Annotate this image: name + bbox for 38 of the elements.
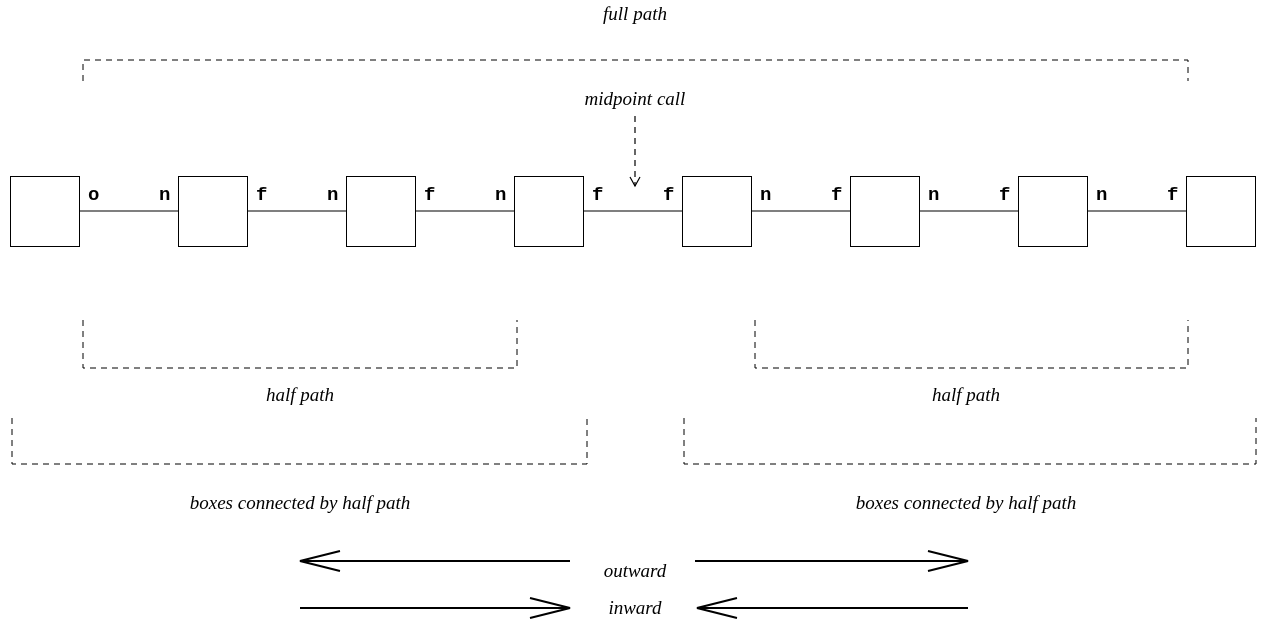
port-letter: o [88,185,100,205]
annotation-text: midpoint call [560,88,710,110]
port-letter: f [256,185,268,205]
port-letter: n [159,185,171,205]
annotation-text: inward [607,597,663,619]
list-node-box [682,176,752,247]
port-letter: f [592,185,604,205]
port-letter: f [1167,185,1179,205]
list-node-box [178,176,248,247]
list-node-box [10,176,80,247]
annotation-text: boxes connected by half path [854,492,1078,514]
connector-line [583,210,683,212]
annotation-text: half path [264,384,336,406]
list-node-box [1186,176,1256,247]
port-letter: f [663,185,675,205]
list-node-box [346,176,416,247]
annotation-text: full path [602,3,668,25]
port-letter: f [831,185,843,205]
port-letter: n [495,185,507,205]
connector-line [79,210,179,212]
connector-line [415,210,515,212]
annotation-text: half path [930,384,1002,406]
list-node-box [850,176,920,247]
port-letter: n [327,185,339,205]
connector-line [247,210,347,212]
list-node-box [514,176,584,247]
port-letter: n [760,185,772,205]
connector-line [919,210,1019,212]
port-letter: n [1096,185,1108,205]
dashed-arrow [629,115,641,187]
annotation-text: outward [602,560,668,582]
port-letter: f [424,185,436,205]
annotation-text: boxes connected by half path [188,492,412,514]
connector-line [1087,210,1187,212]
connector-line [751,210,851,212]
port-letter: f [999,185,1011,205]
list-node-box [1018,176,1088,247]
port-letter: n [928,185,940,205]
